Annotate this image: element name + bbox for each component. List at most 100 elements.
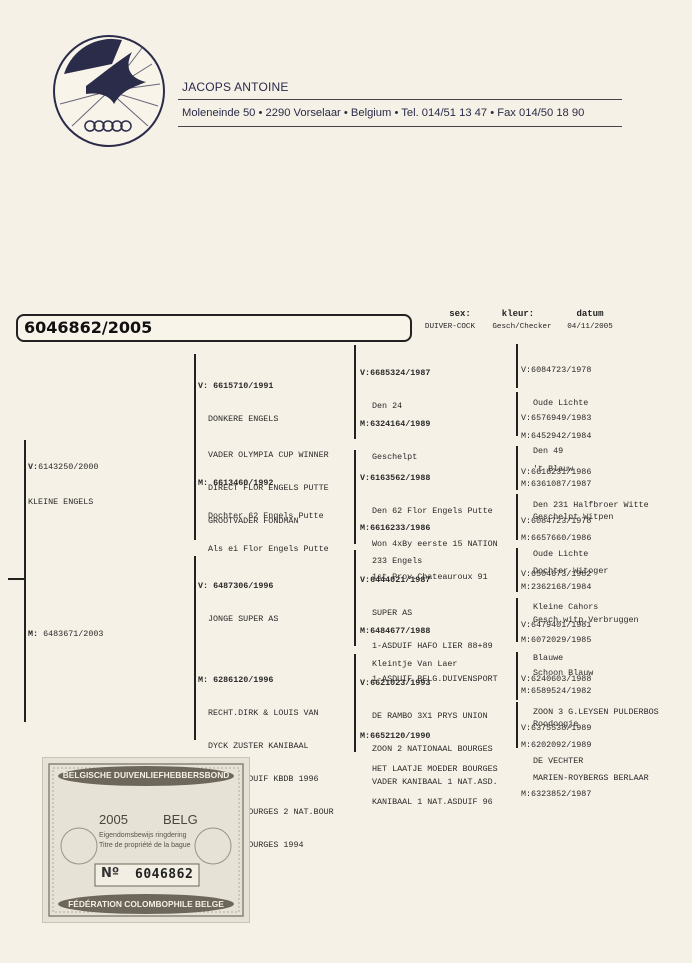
gen4-sire-ring: V:6240603/1988 (521, 674, 592, 684)
sire: V:6143250/2000 KLEINE ENGELS (28, 440, 98, 519)
letterhead-logo (52, 34, 166, 148)
gen3-bracket-3 (354, 550, 356, 646)
date-value: 04/11/2005 (567, 323, 613, 331)
pedigree-note: DYCK ZUSTER KANIBAAL (208, 741, 309, 751)
main-ring-number: 6046862/2005 (24, 318, 153, 337)
sex-value: DUIVER-COCK (424, 323, 476, 331)
pedigree-note: DIRECT FLOR ENGELS PUTTE (208, 483, 329, 493)
gen3-entry: M:6324164/1989 Geschelpt (360, 397, 430, 474)
gen3-prefix: M: (360, 419, 371, 429)
pedigree-note: 1-ASDUIF HAFO LIER 88+89 (372, 641, 493, 651)
gen3-bracket-2 (354, 450, 356, 544)
pedigree-note: 1-ASDUIF BELG.DUIVENSPORT (372, 674, 498, 684)
card-number: 6046862 (135, 867, 194, 882)
pedigree-note: 233 Engels (372, 556, 423, 566)
card-year: 2005 (99, 812, 128, 827)
gen4-sire-name: Den 231 Halfbroer Witte (533, 500, 649, 510)
gen4-dam-ring: M:2362168/1984 (521, 582, 592, 592)
gen3-entry: M:6616233/1986 233 Engels (360, 501, 430, 578)
gen4-sire-name: Oude Lichte (533, 398, 589, 408)
gen4-bracket-5 (516, 548, 518, 592)
dove-logo-icon (53, 35, 165, 147)
gen4-bracket-7 (516, 652, 518, 700)
gen3-entry: V:6163562/1988 Den 62 Flor Engels Putte … (360, 451, 498, 594)
gen4-sire-name: Den 49 (533, 446, 564, 456)
pedigree-note: VADER OLYMPIA CUP WINNER (208, 450, 329, 460)
gen4-pair: V:6616231/1986 Den 231 Halfbroer Witte M… (521, 445, 649, 588)
pedigree-note: Als ei Flor Engels Putte (208, 544, 329, 554)
gen4-dam-name: 't Blauw (533, 464, 574, 474)
gen4-pair: V:6479401/1981 Blauwe M:6589524/1982 Roo… (521, 598, 591, 741)
card-top-band: BELGISCHE DUIVENLIEFHEBBERSBOND (62, 770, 230, 780)
gen3-ring: 6444021/1987 (370, 575, 431, 585)
gen3-entry: M:6484677/1988 Kleintje Van Laer (360, 604, 457, 681)
grandsire-paternal: V: 6615710/1991 DONKERE ENGELS VADER OLY… (198, 359, 329, 538)
dam: M: 6483671/2003 (28, 607, 103, 651)
gen4-dam-name: Gesch.witp.Verbruggen (533, 615, 639, 625)
sire-prefix: V: (28, 462, 39, 472)
gen4-sire-ring: V:6084723/1978 (521, 365, 592, 375)
gen3-entry: M:6652120/1990 HET LAATJE MOEDER BOURGES… (360, 709, 498, 819)
dam-ring: 6483671/2003 (43, 629, 104, 639)
owner-name: JACOPS ANTOINE (182, 80, 289, 94)
ownership-card: BELGISCHE DUIVENLIEFHEBBERSBOND 2005 BEL… (42, 757, 250, 923)
gen3-entry: V:6444021/1987 SUPER AS 1-ASDUIF HAFO LI… (360, 553, 498, 696)
gen3-ring: 6484677/1988 (370, 626, 431, 636)
pedigree-note: Den 24 (372, 401, 403, 411)
gen2-mv-ring: 6487306/1996 (213, 581, 274, 591)
dam-prefix: M: (28, 629, 39, 639)
letterhead-rule-bottom (178, 126, 622, 127)
pedigree-note: Won 4xBy eerste 15 NATION (372, 539, 498, 549)
gen4-pair: V:6375538/1989 DE VECHTER M:6323852/1987 (521, 701, 591, 811)
ring-number-box: 6046862/2005 (16, 314, 412, 342)
gen3-prefix: V: (360, 575, 371, 585)
pedigree-note: GROOTVADER FONDMAN (208, 516, 299, 526)
gen4-sire-name: Oude Lichte (533, 549, 589, 559)
gen3-prefix: V: (360, 678, 371, 688)
gen4-dam-ring: M:6657660/1986 (521, 533, 592, 543)
gen4-dam-name: MARIEN-ROYBERGS BERLAAR (533, 773, 649, 783)
gen3-prefix: V: (360, 368, 371, 378)
card-title-fr: Titre de propriété de la bague (99, 842, 191, 849)
grandsire-maternal: V: 6487306/1996 JONGE SUPER AS (198, 559, 278, 636)
granddam-paternal: M: 6613460/1992 Dochter 62 Engels Putte … (198, 456, 329, 566)
gen4-bracket-1 (516, 344, 518, 388)
pedigree-note: HET LAATJE MOEDER BOURGES (372, 764, 498, 774)
gen3-ring: 6652120/1990 (370, 731, 431, 741)
card-title-nl: Eigendomsbewijs ringdering (99, 832, 187, 839)
gen3-ring: 6163562/1988 (370, 473, 431, 483)
pedigree-note: Den 62 Flor Engels Putte (372, 506, 493, 516)
gen2-mm-prefix: M: (198, 675, 209, 685)
gen4-sire-ring: V:6084723/1978 (521, 516, 592, 526)
sire-name: KLEINE ENGELS (28, 497, 94, 507)
card-bottom-band: FÉDÉRATION COLOMBOPHILE BELGE (68, 899, 224, 909)
gen4-pair: V:6084723/1978 Oude Lichte M:2362168/198… (521, 494, 639, 637)
gen4-dam-ring: M:6072029/1985 (521, 635, 592, 645)
gen4-sire-ring: V:6375538/1989 (521, 723, 592, 733)
gen4-sire-ring: V:6479401/1981 (521, 620, 592, 630)
gen4-sire-ring: V:6504673/1982 (521, 569, 592, 579)
sire-ring: 6143250/2000 (38, 462, 99, 472)
pedigree-note: SUPER AS (372, 608, 413, 618)
gen3-prefix: M: (360, 731, 371, 741)
gen4-sire-name: Kleine Cahors (533, 602, 599, 612)
gen4-dam-name: Dochter Witoger (533, 566, 609, 576)
gen3-prefix: M: (360, 523, 371, 533)
color-value: Gesch/Checker (492, 323, 552, 331)
gen2-bracket-upper (194, 354, 196, 540)
gen3-ring: 6616233/1986 (370, 523, 431, 533)
gen3-ring: 6324164/1989 (370, 419, 431, 429)
gen3-bracket-1 (354, 345, 356, 439)
gen2-bracket-lower (194, 556, 196, 740)
gen4-dam-ring: M:6323852/1987 (521, 789, 592, 799)
gen2-vm-ring: 6613460/1992 (213, 478, 274, 488)
root-connector (8, 578, 26, 580)
gen3-prefix: M: (360, 626, 371, 636)
pedigree-note: KANIBAAL 1 NAT.ASDUIF 96 (372, 797, 493, 807)
address-line: Moleneinde 50 • 2290 Vorselaar • Belgium… (182, 107, 585, 119)
letterhead-rule-top (178, 99, 622, 100)
pedigree-note: DE RAMBO 3X1 PRYS UNION (372, 711, 488, 721)
gen4-dam-name: Roodoogje (533, 719, 579, 729)
pedigree-note: 1st Prov.Chateauroux 91 (372, 572, 488, 582)
gen3-ring: 6685324/1987 (370, 368, 431, 378)
